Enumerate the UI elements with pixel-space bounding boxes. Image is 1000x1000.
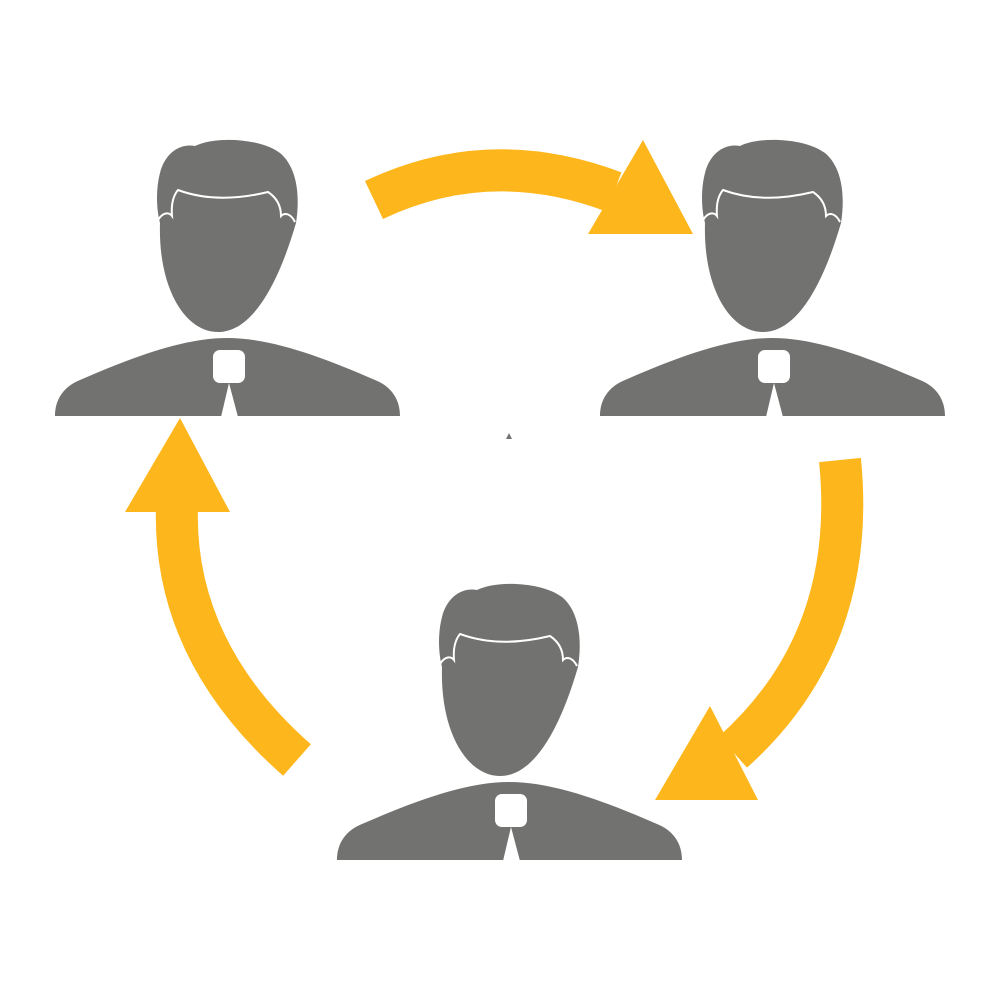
arrow-top [365, 140, 693, 234]
person-icon [336, 582, 683, 862]
person-node-bottom [336, 582, 683, 862]
arrow-icon [155, 504, 311, 776]
person-icon [54, 138, 401, 419]
arrow-left [125, 418, 311, 776]
center-mark [506, 433, 512, 439]
arrowhead-icon [655, 706, 758, 800]
arrowhead-icon [588, 140, 693, 234]
arrow-icon [718, 457, 864, 768]
arrowhead-icon [125, 418, 230, 512]
arrow-right [655, 457, 864, 800]
person-node-top-left [54, 138, 401, 419]
arrow-icon [365, 149, 622, 220]
